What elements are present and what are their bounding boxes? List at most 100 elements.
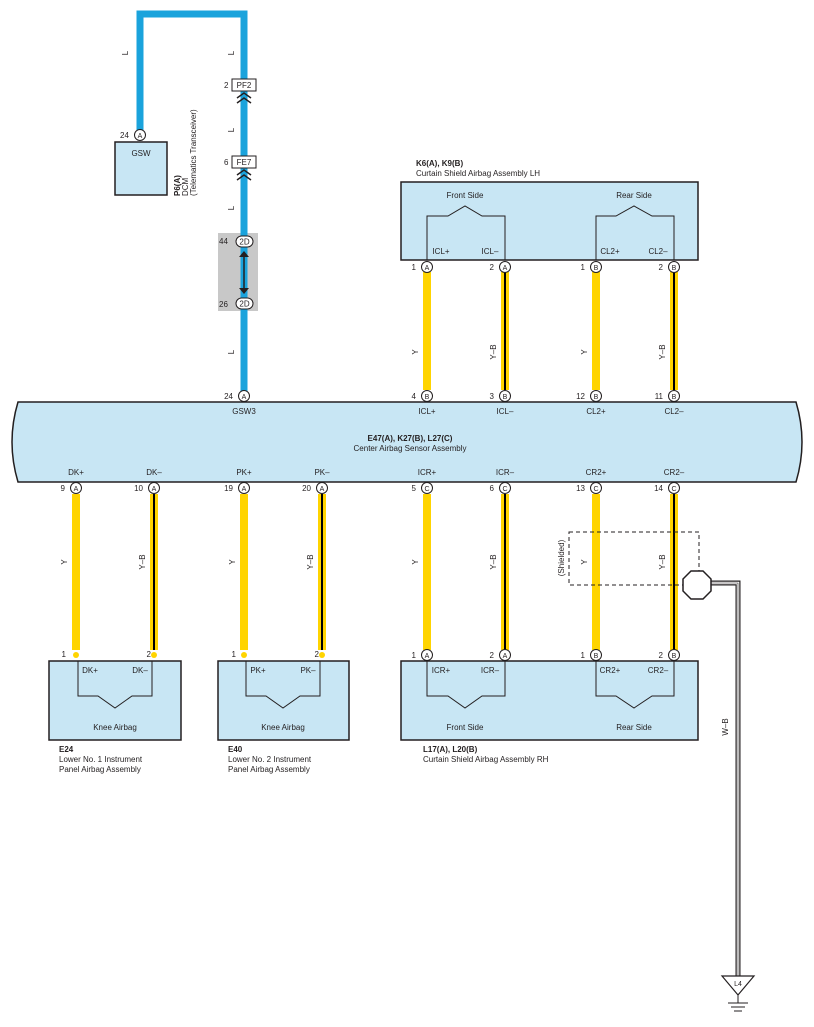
dcm-pin-letter: A	[138, 133, 143, 140]
curtain-lh-rear-label: Rear Side	[616, 191, 652, 200]
knee2-code: E40	[228, 745, 243, 754]
dcm-code: P6(A)	[173, 175, 182, 196]
center-bottom-pin-1-letter: A	[74, 486, 79, 493]
center-bottom-pin-7-number: 13	[576, 484, 585, 493]
center-bottom-pin-7-letter: C	[593, 486, 598, 493]
ground-wire-code: W–B	[721, 718, 730, 735]
knee1-terminal-1: DK+	[82, 666, 98, 675]
shield-marker: (Shielded)	[557, 531, 700, 586]
connector-fe7-name: FE7	[237, 158, 252, 167]
junction-bottom-number: 26	[219, 300, 228, 309]
connector-pf2-number: 2	[224, 81, 229, 90]
center-terminal-icr-minus: ICR–	[496, 468, 515, 477]
wire-code-l-1: L	[121, 50, 130, 55]
rh-pin-3-letter: B	[594, 653, 599, 660]
curtain-lh-terminal-2: ICL–	[482, 247, 499, 256]
curtain-lh-code: K6(A), K9(B)	[416, 159, 463, 168]
curtain-rh-terminal-2: ICR–	[481, 666, 500, 675]
wire-code-l-3: L	[227, 127, 236, 132]
lh-pin-4-letter: B	[672, 265, 677, 272]
knee1-terminal-2: DK–	[132, 666, 148, 675]
wire-code-lower-2: Y–B	[138, 554, 147, 569]
wire-code-l-2: L	[227, 50, 236, 55]
blue-wire: L L L L L	[121, 10, 248, 395]
curtain-rh-terminal-4: CR2–	[648, 666, 669, 675]
curtain-rh-component: ICR+ ICR– CR2+ CR2– Front Side Rear Side…	[400, 660, 699, 764]
curtain-rh-rear-label: Rear Side	[616, 723, 652, 732]
center-bottom-pin-2-number: 10	[134, 484, 143, 493]
knee2-terminal-1: PK+	[250, 666, 266, 675]
center-top-pin-1-letter: A	[242, 394, 247, 401]
center-top-pin-1-number: 24	[224, 392, 233, 401]
center-terminal-cr2-plus: CR2+	[586, 468, 607, 477]
knee2-label: Knee Airbag	[261, 723, 305, 732]
center-terminal-pk-plus: PK+	[236, 468, 252, 477]
center-bottom-pin-6-letter: C	[502, 486, 507, 493]
rh-pin-1-number: 1	[412, 651, 417, 660]
center-top-pin-5-number: 11	[655, 392, 664, 401]
wire-code-lower-4: Y–B	[306, 554, 315, 569]
knee2-terminal-2: PK–	[300, 666, 316, 675]
wire-code-l-4: L	[227, 205, 236, 210]
connector-fe7: 6 FE7	[224, 155, 257, 181]
center-top-pin-3-letter: B	[503, 394, 508, 401]
curtain-lh-terminal-1: ICL+	[432, 247, 449, 256]
lh-pin-1-number: 1	[412, 263, 417, 272]
center-sensor-code: E47(A), K27(B), L27(C)	[368, 434, 453, 443]
center-bottom-pin-8-number: 14	[654, 484, 663, 493]
center-bottom-pin-3-number: 19	[224, 484, 233, 493]
center-top-pin-2-number: 4	[412, 392, 417, 401]
center-sensor-name: Center Airbag Sensor Assembly	[354, 444, 467, 453]
center-bottom-pin-8-letter: C	[671, 486, 676, 493]
wire-code-lh-3: Y	[580, 349, 589, 355]
center-top-pin-4-letter: B	[594, 394, 599, 401]
center-top-pin-3-number: 3	[490, 392, 495, 401]
center-terminal-icl-plus: ICL+	[418, 407, 435, 416]
center-bottom-pin-1-number: 9	[61, 484, 66, 493]
center-top-pin-2-letter: B	[425, 394, 430, 401]
curtain-rh-code: L17(A), L20(B)	[423, 745, 478, 754]
wire-code-lower-7: Y	[580, 559, 589, 565]
center-terminal-cl2-plus: CL2+	[586, 407, 606, 416]
lh-pin-3-letter: B	[594, 265, 599, 272]
center-terminal-icl-minus: ICL–	[497, 407, 514, 416]
wire-code-lower-3: Y	[228, 559, 237, 565]
lh-pin-4-number: 2	[659, 263, 664, 272]
wire-code-lh-2: Y–B	[489, 344, 498, 359]
curtain-lh-terminal-4: CL2–	[648, 247, 668, 256]
ground-wire: W–B	[682, 570, 741, 978]
knee2-name-line1: Lower No. 2 Instrument	[228, 755, 312, 764]
center-top-pin-5-letter: B	[672, 394, 677, 401]
junction-bottom-name: 2D	[239, 300, 249, 309]
rh-pin-2-letter: A	[503, 653, 508, 660]
center-bottom-pin-5-letter: C	[424, 486, 429, 493]
wire-code-lh-4: Y–B	[658, 344, 667, 359]
knee2-name-line2: Panel Airbag Assembly	[228, 765, 310, 774]
knee1-pin-1: 1	[62, 650, 67, 659]
center-bottom-pin-4-number: 20	[302, 484, 311, 493]
center-bottom-pin-4-letter: A	[320, 486, 325, 493]
curtain-rh-front-label: Front Side	[447, 723, 484, 732]
lh-pin-3-number: 1	[581, 263, 586, 272]
center-bottom-pin-5-number: 5	[412, 484, 417, 493]
rh-pin-1-letter: A	[425, 653, 430, 660]
curtain-lh-pins: 1 A 2 A 1 B 2 B	[412, 261, 680, 273]
ground-label: L4	[734, 981, 742, 988]
curtain-lh-component: K6(A), K9(B) Curtain Shield Airbag Assem…	[400, 159, 699, 261]
knee1-pin-2: 2	[147, 650, 152, 659]
wire-code-lower-6: Y–B	[489, 554, 498, 569]
junction-2d: 44 2D 26 2D	[218, 233, 258, 311]
knee1-code: E24	[59, 745, 74, 754]
junction-top-name: 2D	[239, 238, 249, 247]
rh-pin-3-number: 1	[581, 651, 586, 660]
ground-triangle-icon	[720, 975, 756, 996]
dcm-pin-number: 24	[120, 131, 129, 140]
knee-airbag-1-component: 1 2 DK+ DK– Knee Airbag E24 Lower No. 1 …	[48, 650, 182, 774]
center-bottom-pin-6-number: 6	[490, 484, 495, 493]
wire-code-lh-1: Y	[411, 349, 420, 355]
wire-code-lower-8: Y–B	[658, 554, 667, 569]
curtain-lh-front-label: Front Side	[447, 191, 484, 200]
center-terminal-cl2-minus: CL2–	[664, 407, 684, 416]
center-terminal-dk-plus: DK+	[68, 468, 84, 477]
